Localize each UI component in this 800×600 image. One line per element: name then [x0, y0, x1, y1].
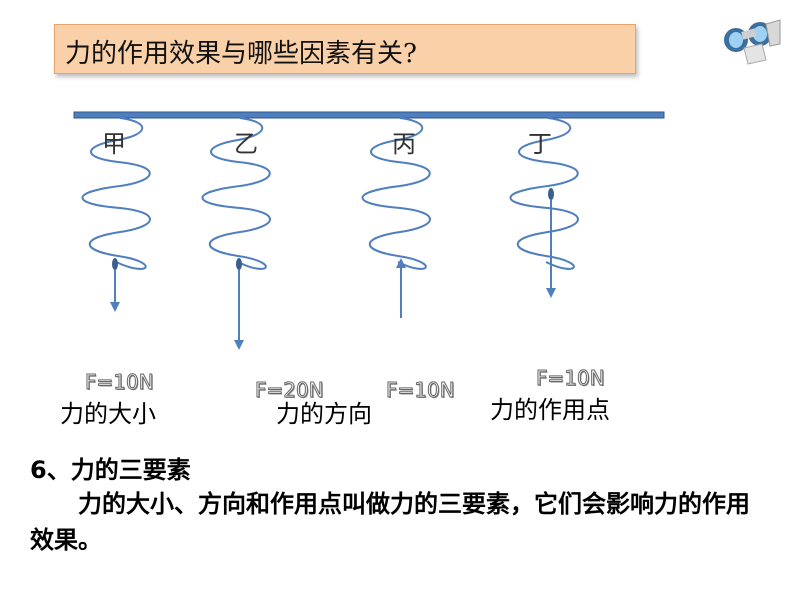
- spring-ding: [509, 117, 579, 270]
- force-arrowhead-yi: [234, 340, 244, 350]
- force-value-yi: F=20N: [255, 378, 325, 403]
- support-bar: [73, 111, 665, 119]
- force-arrowhead-ding: [546, 288, 556, 298]
- force-value-ding: F=10N: [536, 366, 606, 391]
- caption-magnitude: 力的大小: [60, 400, 156, 428]
- binoculars-icon: [724, 19, 781, 65]
- section-heading: 6、力的三要素: [30, 456, 191, 484]
- caption-direction: 力的方向: [276, 400, 372, 428]
- title-box: 力的作用效果与哪些因素有关?: [54, 24, 636, 74]
- spring-yi: [201, 117, 271, 270]
- force-arrowhead-bing: [396, 258, 406, 268]
- spring-bing: [361, 117, 431, 270]
- attach-point-jia: [112, 258, 118, 270]
- spring-label-ding: 丁: [528, 130, 552, 158]
- section-body: 力的大小、方向和作用点叫做力的三要素，它们会影响力的作用效果。: [30, 490, 750, 554]
- force-arrowhead-jia: [110, 302, 120, 312]
- force-value-jia: F=10N: [85, 370, 155, 395]
- force-value-bing: F=10N: [386, 378, 456, 403]
- attach-point-ding: [548, 188, 554, 200]
- caption-point-of-application: 力的作用点: [490, 396, 610, 424]
- spring-label-yi: 乙: [234, 130, 258, 158]
- spring-label-jia: 甲: [102, 130, 126, 158]
- attach-point-yi: [236, 258, 242, 270]
- slide-title: 力的作用效果与哪些因素有关?: [65, 39, 417, 69]
- spring-jia: [81, 117, 151, 270]
- spring-label-bing: 丙: [392, 130, 416, 158]
